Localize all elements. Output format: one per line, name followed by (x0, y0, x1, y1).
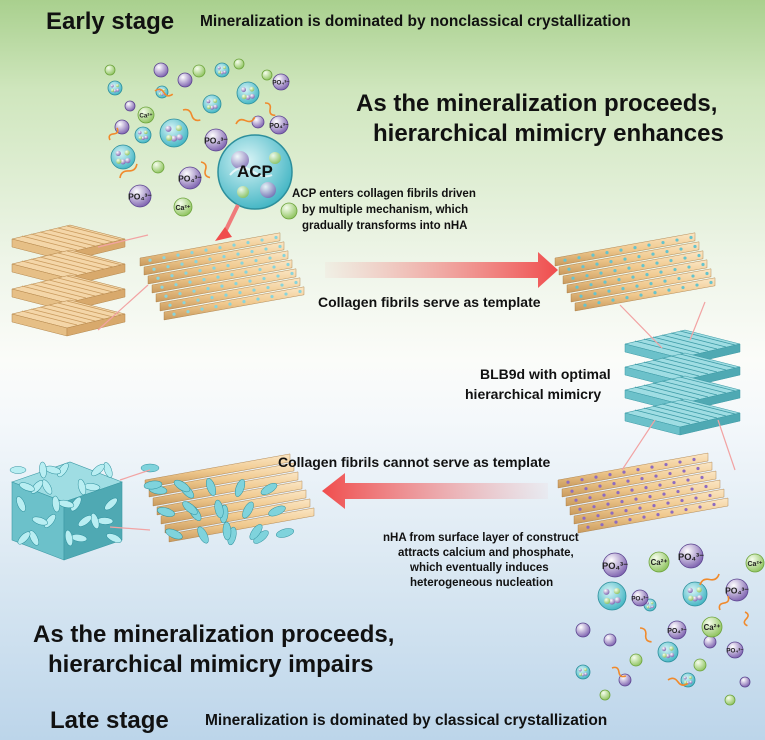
fibril-bundle-heterogeneous (557, 452, 729, 534)
svg-text:PO₄³⁻: PO₄³⁻ (602, 561, 628, 571)
acp-note-line3: gradually transforms into nHA (302, 220, 468, 232)
calcium-ion-icon (233, 58, 245, 70)
phosphate-ion-icon: PO₄³⁻ (725, 578, 749, 602)
acp-cluster-icon (236, 81, 260, 105)
calcium-ion-icon (599, 689, 611, 701)
calcium-ion-icon: Ca²⁺ (137, 106, 155, 124)
blb9d-stack (624, 329, 741, 436)
phosphate-ion-icon: PO₄³⁻ (631, 589, 649, 607)
svg-text:PO₄³⁻: PO₄³⁻ (269, 123, 289, 130)
nha-note-line2: attracts calcium and phosphate, (398, 547, 574, 559)
disordered-mineral-block (9, 461, 123, 561)
acp-cluster-icon (110, 144, 136, 170)
early-headline-line1: As the mineralization proceeds, (356, 90, 718, 117)
collagen-fibril-stack (11, 224, 126, 337)
phosphate-ion-icon (739, 676, 751, 688)
svg-text:Ca²⁺: Ca²⁺ (704, 623, 721, 632)
early-stage-title: Early stage (46, 8, 175, 35)
acp-note-line1: ACP enters collagen fibrils driven (292, 188, 476, 200)
phosphate-ion-icon: PO₄³⁻ (269, 115, 289, 135)
blb-note-line2: hierarchical mimicry (465, 386, 602, 402)
svg-text:PO₄³⁻: PO₄³⁻ (178, 174, 202, 184)
nha-note-line3: which eventually induces (410, 562, 549, 574)
disordered-fibril-bundle (140, 453, 315, 546)
phosphate-ion-icon: PO₄³⁻ (726, 641, 744, 659)
phosphate-ion-icon: PO₄³⁻ (678, 543, 704, 569)
svg-text:PO₄³⁻: PO₄³⁻ (726, 648, 743, 655)
late-ion-cloud: PO₄³⁻ PO₄³⁻ PO₄³⁻ PO₄³⁻ PO₄³⁻ PO₄³⁻ Ca²⁺ Ca²⁺ Ca… (575, 543, 765, 706)
acp-particle (217, 134, 293, 210)
calcium-ion-icon: Ca²⁺ (701, 616, 723, 638)
acp-cluster-icon (214, 62, 230, 78)
acp-cluster-icon (597, 581, 627, 611)
acp-cluster-icon (134, 126, 152, 144)
acp-label: ACP (237, 162, 273, 181)
phosphate-ion-icon (251, 115, 265, 129)
phosphate-ion-icon (124, 100, 136, 112)
blb-note-line1: BLB9d with optimal (480, 366, 611, 382)
late-headline-line1: As the mineralization proceeds, (33, 621, 395, 648)
late-stage-title: Late stage (50, 707, 169, 734)
acp-cluster-icon (682, 581, 708, 607)
acp-cluster-icon (155, 85, 169, 99)
template-caption: Collagen fibrils serve as template (318, 294, 541, 310)
progress-arrow-right (325, 252, 558, 288)
svg-text:Ca²⁺: Ca²⁺ (175, 205, 190, 212)
calcium-ion-icon: Ca²⁺ (173, 197, 193, 217)
calcium-ion-icon: Ca²⁺ (648, 551, 670, 573)
early-ion-cloud: PO₄³⁻ PO₄³⁻ PO₄³⁻ PO₄³⁻ PO₄³⁻ Ca²⁺ Ca²⁺ (104, 58, 290, 217)
acp-cluster-icon (680, 672, 696, 688)
zoom-connectors (97, 234, 736, 531)
svg-text:PO₄³⁻: PO₄³⁻ (204, 136, 228, 146)
early-stage-description: Mineralization is dominated by nonclassi… (200, 13, 631, 30)
svg-text:PO₄³⁻: PO₄³⁻ (667, 628, 687, 635)
acp-note-line2: by multiple mechanism, which (302, 204, 469, 216)
phosphate-ion-icon: PO₄³⁻ (602, 552, 628, 578)
phosphate-ion-icon: PO₄³⁻ (128, 184, 152, 208)
early-headline-line2: hierarchical mimicry enhances (373, 120, 724, 147)
svg-text:Ca²⁺: Ca²⁺ (139, 113, 152, 120)
calcium-ion-icon (693, 658, 707, 672)
calcium-ion-icon (151, 160, 165, 174)
svg-text:Ca²⁺: Ca²⁺ (747, 561, 762, 568)
phosphate-ion-icon (603, 633, 617, 647)
calcium-ion-icon (629, 653, 643, 667)
calcium-ion-icon: Ca²⁺ (745, 553, 765, 573)
svg-text:PO₄³⁻: PO₄³⁻ (272, 80, 289, 87)
no-template-caption: Collagen fibrils cannot serve as templat… (278, 454, 551, 470)
acp-cluster-icon (159, 118, 189, 148)
acp-cluster-icon (107, 80, 123, 96)
svg-text:PO₄³⁻: PO₄³⁻ (678, 552, 704, 562)
phosphate-ion-icon (703, 635, 717, 649)
acp-cluster-icon (575, 664, 591, 680)
calcium-ion-icon (104, 64, 116, 76)
phosphate-ion-icon (177, 72, 193, 88)
late-headline-line2: hierarchical mimicry impairs (48, 651, 374, 678)
calcium-ion-icon (261, 69, 273, 81)
nha-note-line4: heterogeneous nucleation (410, 577, 554, 589)
phosphate-ion-icon: PO₄³⁻ (204, 128, 228, 152)
svg-text:PO₄³⁻: PO₄³⁻ (631, 596, 648, 603)
svg-text:Ca²⁺: Ca²⁺ (651, 558, 668, 567)
svg-text:PO₄³⁻: PO₄³⁻ (128, 192, 152, 202)
collagen-fibril-bundle-acp (139, 232, 305, 321)
svg-text:PO₄³⁻: PO₄³⁻ (725, 586, 749, 596)
phosphate-ion-icon: PO₄³⁻ (667, 620, 687, 640)
nha-note-line1: nHA from surface layer of construct (383, 532, 579, 544)
mineralized-fibril-bundle (554, 232, 716, 312)
calcium-ion-icon (724, 694, 736, 706)
phosphate-ion-icon: PO₄³⁻ (272, 73, 290, 91)
phosphate-ion-icon (575, 622, 591, 638)
progress-arrow-left (322, 473, 548, 509)
phosphate-ion-icon (153, 62, 169, 78)
calcium-ion-icon (280, 202, 298, 220)
acp-cluster-icon (657, 641, 679, 663)
acp-cluster-icon (202, 94, 222, 114)
calcium-ion-icon (192, 64, 206, 78)
late-stage-description: Mineralization is dominated by classical… (205, 712, 608, 729)
phosphate-ion-icon: PO₄³⁻ (178, 166, 202, 190)
